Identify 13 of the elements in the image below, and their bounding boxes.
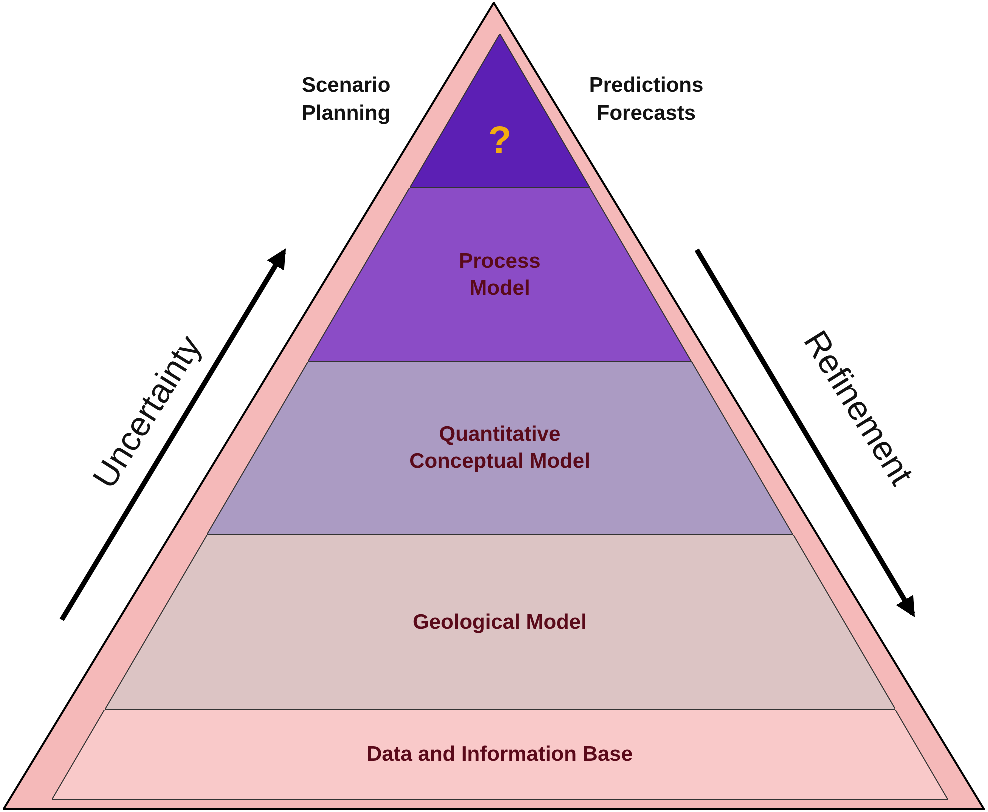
side-label: Scenario Planning <box>302 73 392 128</box>
pyramid-outline <box>3 2 985 810</box>
pyramid-layer <box>410 34 590 188</box>
side-label: Predictions Forecasts <box>588 73 705 128</box>
layer-label: Quantitative Conceptual Model <box>408 422 592 476</box>
pyramid-layer <box>104 535 896 710</box>
pyramid-layer <box>52 710 948 800</box>
layer-label: Geological Model <box>412 610 588 636</box>
layer-label: ? <box>487 119 513 164</box>
pyramid-layer <box>308 188 692 362</box>
layer-label: Process Model <box>458 248 542 302</box>
pyramid-layer <box>206 362 794 535</box>
layer-label: Data and Information Base <box>366 742 634 768</box>
